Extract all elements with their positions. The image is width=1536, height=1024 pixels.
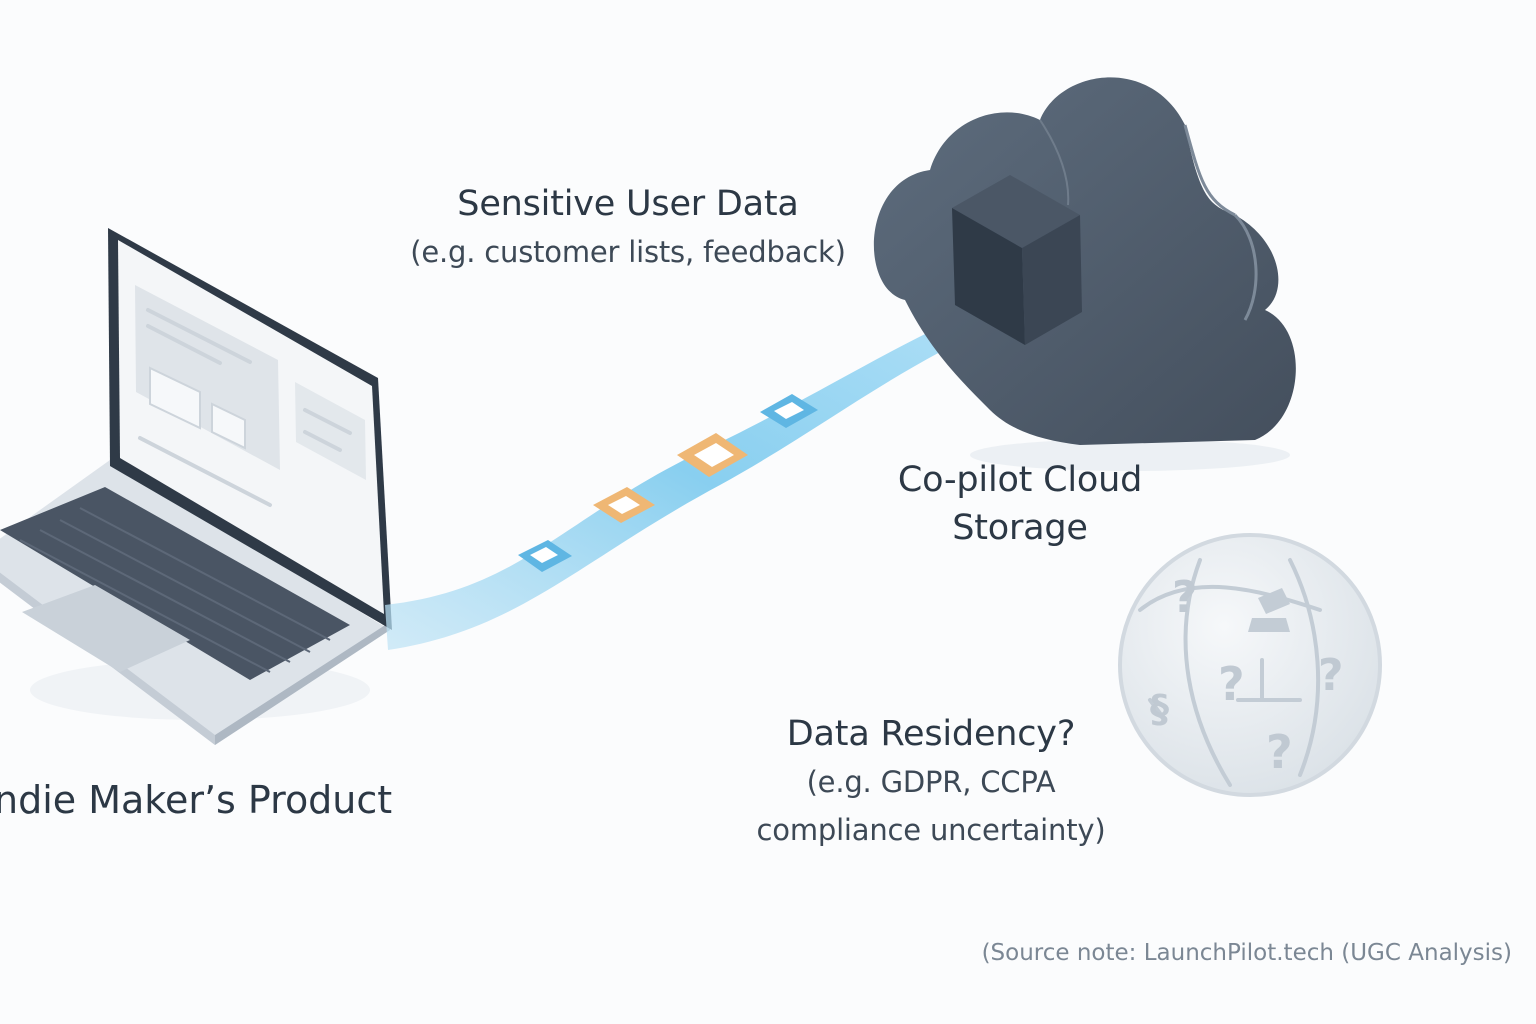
globe-icon: ? ? ? ? § ? (1118, 533, 1382, 797)
globe-symbol: ? (1172, 572, 1198, 623)
sensitive-data-label: Sensitive User Data (e.g. customer lists… (408, 180, 848, 276)
product-label: ndie Maker’s Product (0, 778, 393, 822)
cloud-icon (873, 77, 1296, 471)
sensitive-data-title: Sensitive User Data (457, 184, 799, 224)
packet-icon (593, 487, 655, 523)
sensitive-data-subtitle: (e.g. customer lists, feedback) (410, 235, 846, 269)
cloud-storage-line1: Co-pilot Cloud (897, 460, 1143, 500)
data-residency-label: Data Residency? (e.g. GDPR, CCPA complia… (736, 710, 1126, 854)
cloud-storage-label: Co-pilot Cloud Storage (860, 456, 1180, 552)
packet-icon (677, 433, 748, 477)
packet-icon (518, 540, 572, 572)
globe-symbol: ? (1266, 725, 1293, 779)
laptop-icon (0, 228, 392, 745)
globe-symbol: § (1150, 687, 1169, 731)
cloud-storage-line2: Storage (952, 508, 1088, 548)
data-residency-line2: compliance uncertainty) (756, 813, 1106, 847)
globe-symbol: ? (1318, 650, 1344, 701)
cube-icon (952, 175, 1082, 345)
data-residency-line1: (e.g. GDPR, CCPA (806, 765, 1056, 799)
data-residency-title: Data Residency? (786, 714, 1076, 754)
globe-symbol: ? (1218, 657, 1245, 711)
source-note: (Source note: LaunchPilot.tech (UGC Anal… (981, 940, 1512, 966)
packet-icon (760, 394, 818, 428)
